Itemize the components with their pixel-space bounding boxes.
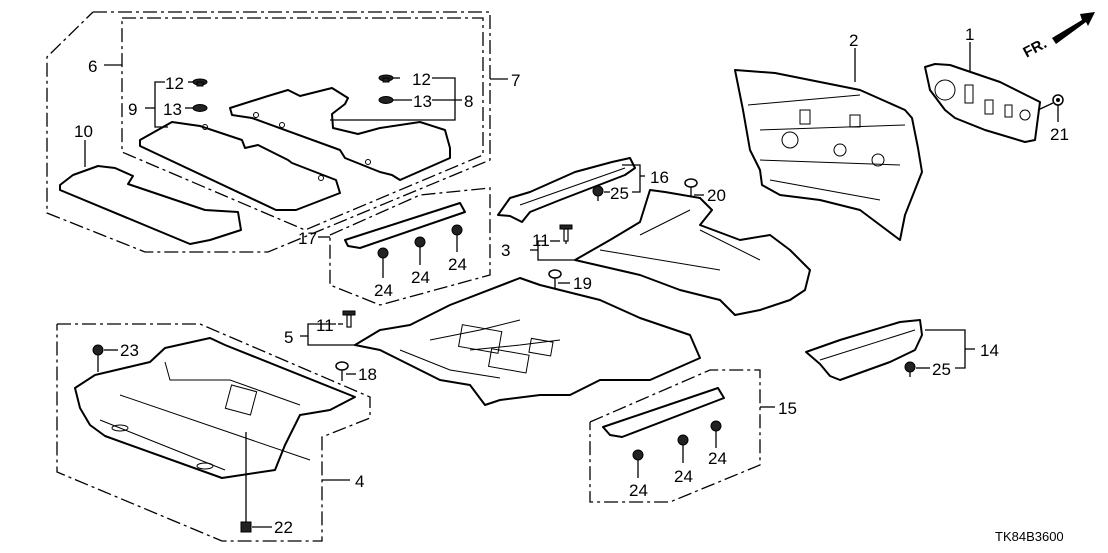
group-6-boundary <box>46 11 491 253</box>
step-garnish-17 <box>344 202 466 249</box>
callout-24-e: 24 <box>674 467 693 486</box>
mat-hook-11-middle-icon <box>342 310 356 328</box>
callout-11-middle: 11 <box>316 316 334 335</box>
callout-22: 22 <box>274 518 293 537</box>
group-17-boundary <box>329 187 491 306</box>
group-7-boundary <box>121 17 484 231</box>
callout-6: 6 <box>88 57 97 76</box>
clip-19-icon <box>548 269 562 289</box>
callout-20: 20 <box>707 186 726 205</box>
mat-clip-12-right-icon <box>378 74 394 83</box>
mat-clip-13-right-icon <box>378 96 394 104</box>
callout-18: 18 <box>358 365 377 384</box>
callout-24-b: 24 <box>411 268 430 287</box>
callout-5: 5 <box>284 328 293 347</box>
callout-21: 21 <box>1050 125 1069 144</box>
side-sill-garnish-14 <box>805 319 923 381</box>
callout-1: 1 <box>965 25 974 44</box>
callout-24-d: 24 <box>629 481 648 500</box>
group-4-boundary <box>56 323 371 542</box>
bolt-23-icon <box>92 344 104 372</box>
step-garnish-15 <box>602 387 725 438</box>
clip-24-e-icon <box>677 434 689 463</box>
diagram-code: TK84B3600 <box>995 529 1064 544</box>
mat-hook-11-front-icon <box>559 224 573 242</box>
callout-24-f: 24 <box>708 449 727 468</box>
callout-13-left: 13 <box>163 100 182 119</box>
clip-24-f-icon <box>710 420 722 448</box>
clip-24-a-icon <box>377 247 389 278</box>
callout-12-right: 12 <box>412 70 431 89</box>
clip-24-c-icon <box>451 224 463 252</box>
front-floor-carpet-3 <box>574 189 811 316</box>
mat-clip-13-left-icon <box>192 104 208 112</box>
callout-2: 2 <box>849 31 858 50</box>
tunnel-cover-16 <box>497 157 636 223</box>
callout-25-upper: 25 <box>610 184 629 203</box>
callout-15: 15 <box>778 399 797 418</box>
cargo-floor-carpet-4 <box>74 337 356 479</box>
callout-10: 10 <box>74 122 93 141</box>
middle-floor-carpet-5 <box>354 277 701 406</box>
front-direction-arrow-icon <box>1052 12 1095 44</box>
callout-11-front: 11 <box>532 231 550 250</box>
floor-mat-10 <box>59 165 242 245</box>
bolt-22-icon <box>240 432 252 533</box>
callout-4: 4 <box>355 472 364 491</box>
callout-19: 19 <box>573 274 592 293</box>
clip-18-icon <box>335 361 349 381</box>
clip-25-lower-icon <box>904 361 916 377</box>
callout-3: 3 <box>501 241 510 260</box>
callout-12-left: 12 <box>165 74 184 93</box>
dashboard-insulator-1 <box>924 63 1041 143</box>
callout-14: 14 <box>980 341 999 360</box>
clip-24-b-icon <box>414 236 426 265</box>
nut-21-icon <box>1052 94 1064 106</box>
callout-25-lower: 25 <box>932 360 951 379</box>
clip-24-d-icon <box>632 449 644 478</box>
callout-17: 17 <box>298 229 317 248</box>
group-15-boundary <box>589 369 761 503</box>
callout-13-right: 13 <box>413 92 432 111</box>
callout-9: 9 <box>128 100 137 119</box>
floor-mat-8 <box>229 87 451 181</box>
front-direction-label: FR. <box>1020 35 1049 61</box>
mat-clip-12-left-icon <box>192 78 208 87</box>
clip-25-upper-icon <box>592 185 604 201</box>
callout-24-c: 24 <box>448 255 467 274</box>
callout-16: 16 <box>650 168 669 187</box>
callout-24-a: 24 <box>374 281 393 300</box>
dashboard-insulator-2 <box>734 69 923 241</box>
callout-8: 8 <box>464 92 473 111</box>
callout-23: 23 <box>120 341 139 360</box>
callout-7: 7 <box>511 71 520 90</box>
